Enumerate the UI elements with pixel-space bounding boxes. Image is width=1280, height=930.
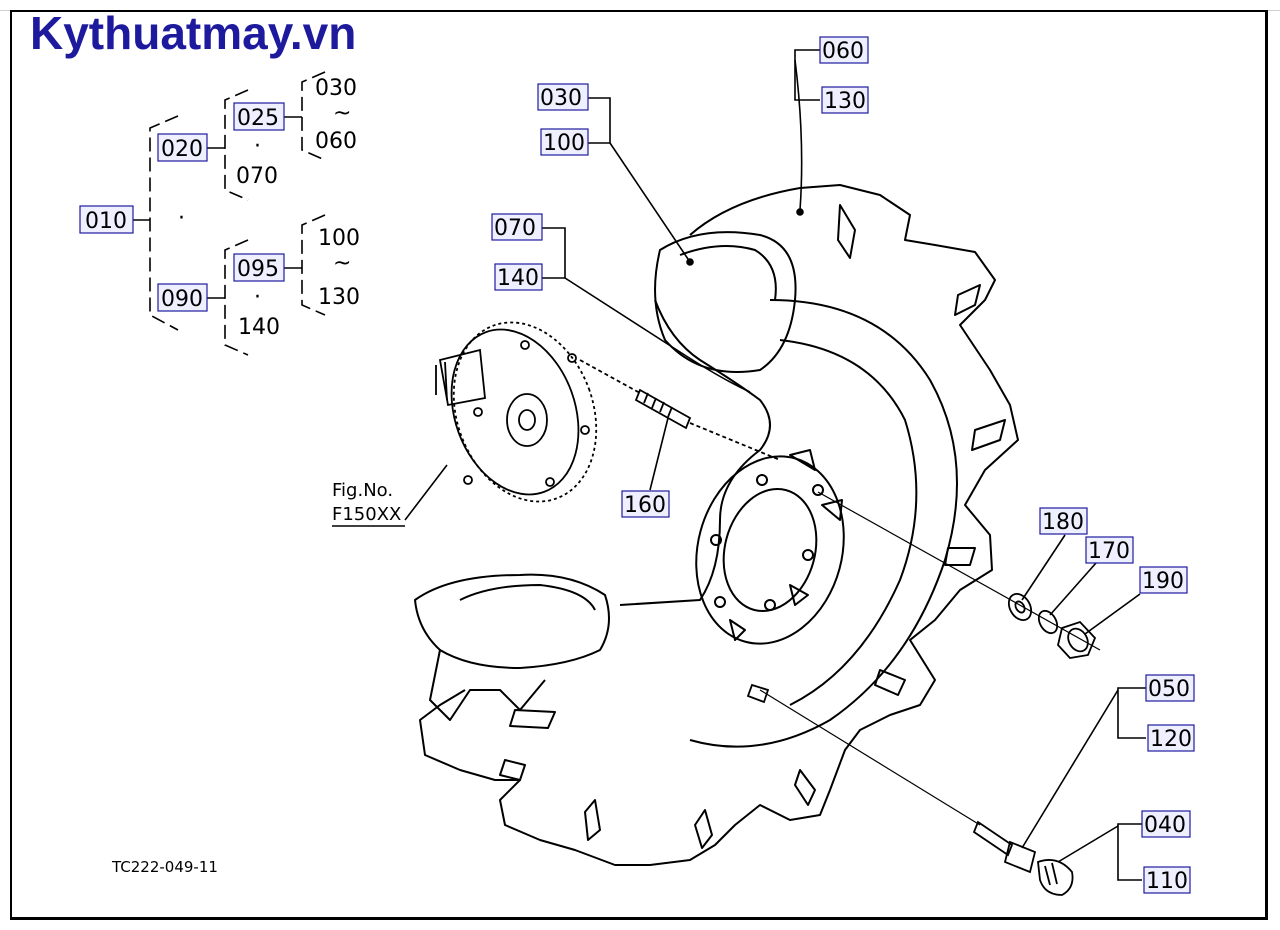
tree-connectors [133,116,302,299]
valve-stem-and-cap [746,683,1074,896]
callout-030[interactable]: 030 [537,83,589,111]
svg-text:110: 110 [1146,869,1188,894]
callout-095[interactable]: 095 [233,253,285,282]
callout-025[interactable]: 025 [233,102,285,131]
callout-100[interactable]: 100 [540,128,589,156]
drawing-code: TC222-049-11 [111,858,218,876]
separator-dot: · [254,285,261,310]
callout-010[interactable]: 010 [79,205,134,234]
svg-text:180: 180 [1042,510,1084,535]
fig-ref-line1: Fig.No. [332,480,393,501]
stud-bolt-160 [579,359,781,461]
svg-text:170: 170 [1088,539,1130,564]
drawing-frame [10,10,1268,920]
svg-text:100: 100 [543,131,585,156]
svg-text:020: 020 [161,137,203,162]
svg-text:050: 050 [1148,677,1190,702]
callout-170[interactable]: 170 [1085,536,1134,564]
svg-text:120: 120 [1150,727,1192,752]
svg-text:140: 140 [497,266,539,291]
callout-180[interactable]: 180 [1039,507,1088,535]
range-tilde: ~ [333,251,351,276]
callout-020[interactable]: 020 [157,133,208,162]
washer-nut-stack [817,491,1101,659]
svg-text:095: 095 [237,257,279,282]
callout-120[interactable]: 120 [1147,724,1195,752]
callout-130[interactable]: 130 [821,86,869,114]
callout-090[interactable]: 090 [157,283,208,312]
callout-060[interactable]: 060 [819,36,869,64]
callout-070[interactable]: 070 [491,213,543,241]
svg-text:010: 010 [85,209,127,234]
fig-ref-line2: F150XX [332,504,401,525]
label-100-range-start: 100 [318,226,360,251]
callout-140[interactable]: 140 [494,263,543,291]
label-140: 140 [238,315,280,340]
separator-dot: · [254,134,261,159]
callout-050[interactable]: 050 [1145,674,1195,702]
brand-logo-text[interactable]: Kythuatmay.vn [30,7,357,59]
svg-text:130: 130 [824,89,866,114]
label-130-range-end: 130 [318,285,360,310]
svg-text:160: 160 [624,493,666,518]
label-070: 070 [236,164,278,189]
wheel-drawing [414,184,1019,866]
separator-dot: · [178,206,185,231]
range-tilde: ~ [333,101,351,126]
callout-110[interactable]: 110 [1143,866,1191,894]
svg-text:030: 030 [540,86,582,111]
leader-lines [404,49,1146,881]
label-060-range-end: 060 [315,129,357,154]
callout-160[interactable]: 160 [621,490,670,518]
svg-text:070: 070 [494,216,536,241]
label-030-range-start: 030 [315,76,357,101]
svg-text:040: 040 [1144,813,1186,838]
svg-text:025: 025 [237,106,279,131]
svg-text:190: 190 [1142,569,1184,594]
callout-190[interactable]: 190 [1139,566,1188,594]
svg-text:090: 090 [161,287,203,312]
axle-flange-drawing [435,321,598,503]
callout-040[interactable]: 040 [1141,810,1191,838]
svg-text:060: 060 [822,39,864,64]
